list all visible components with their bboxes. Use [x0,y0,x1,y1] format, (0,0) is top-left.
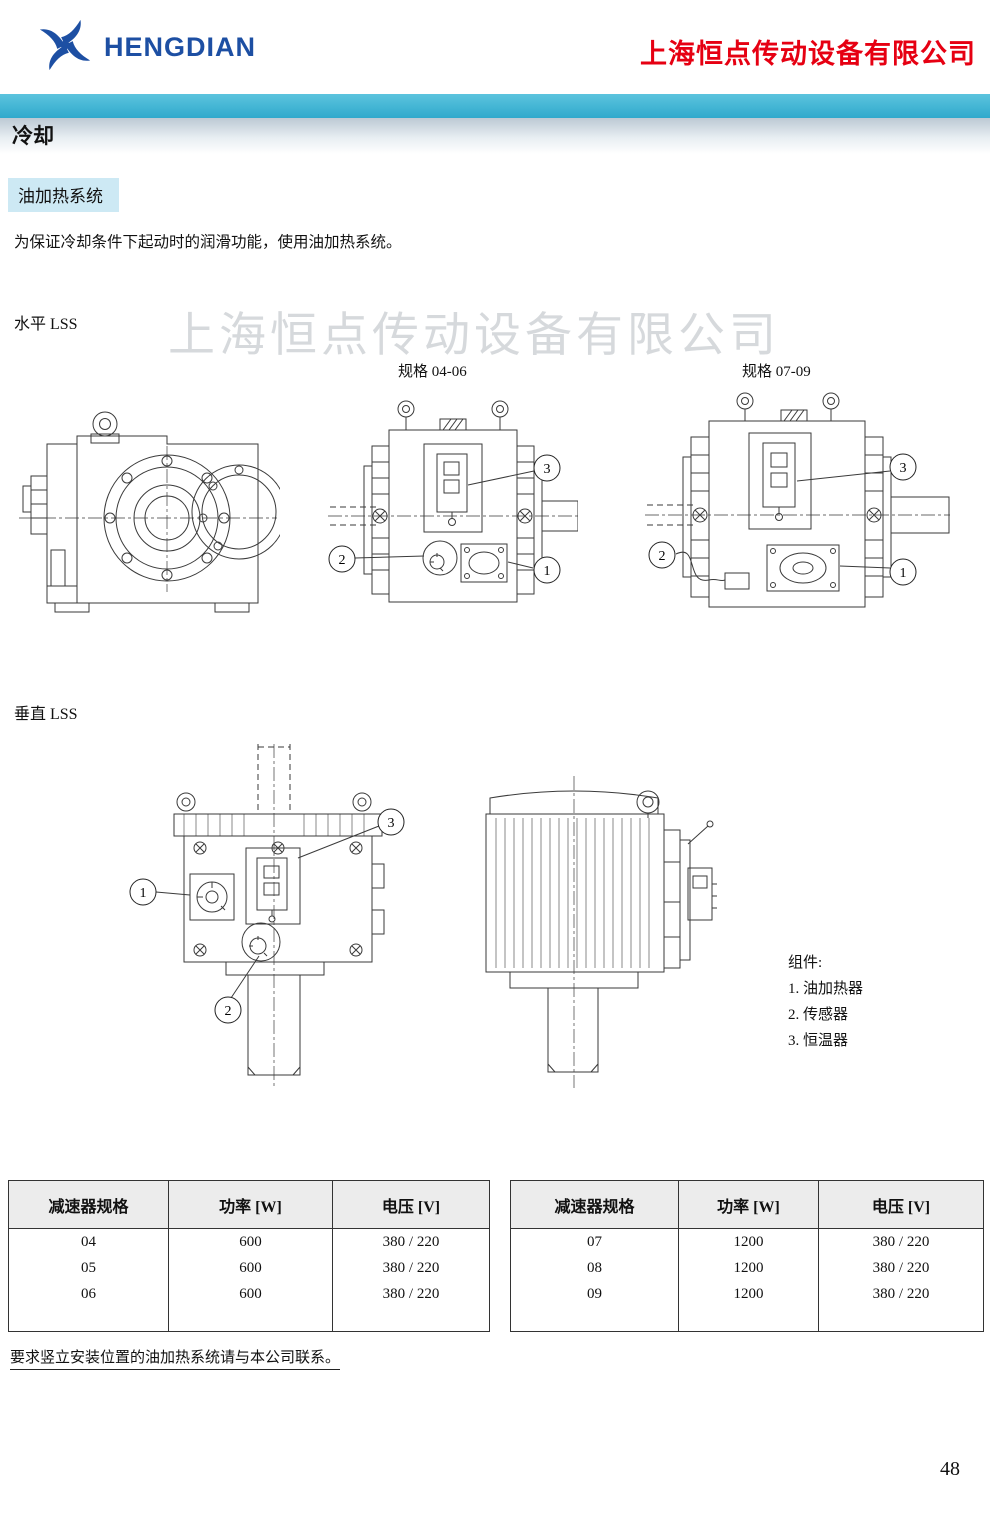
callout-1-circle [533,556,561,584]
table-cell: 09 [511,1281,679,1307]
gearbox-side-outline [19,411,280,613]
table-cell: 04 [9,1229,169,1255]
spec-table-07-09: 减速器规格 功率 [W] 电压 [V] 07 1200 380 / 220 08… [510,1180,984,1332]
gearbox-front-outline [328,400,578,603]
table-row: 08 1200 380 / 220 [511,1255,983,1281]
table-row: 05 600 380 / 220 [9,1255,489,1281]
callout-leader-lines [155,825,380,999]
callout-3-circle [377,808,405,836]
table-row: 09 1200 380 / 220 [511,1281,983,1307]
page-number: 48 [940,1458,960,1480]
footer-note-text: 要求竖立安装位置的油加热系统请与本公司联系。 [10,1350,341,1370]
table-header-cell: 功率 [W] [679,1181,819,1228]
callout-3-label: 3 [544,462,551,477]
spec-label-04-06: 规格 04-06 [398,364,467,380]
figure-label-horizontal: 水平 LSS [14,316,78,333]
callout-2-circle [648,541,676,569]
table-cell: 380 / 220 [872,1285,930,1302]
header-divider-bar [0,94,990,118]
callout-3-circle [533,454,561,482]
table-cell: 600 [169,1281,333,1307]
legend-item-oil-heater: 1. 油加热器 [788,981,864,997]
table-row: 06 600 380 / 220 [9,1281,489,1307]
callout-1-circle [889,558,917,586]
logo [36,16,94,79]
gearbox-vertical-side-outline [485,776,717,1088]
table-row: 07 1200 380 / 220 [511,1229,983,1255]
callouts: 3 2 1 [328,454,561,584]
callout-3-circle [889,453,917,481]
table-cell: 07 [511,1229,679,1255]
table-header-cell: 减速器规格 [9,1181,169,1228]
callouts: 1 3 2 [129,808,405,1024]
callout-2-circle [328,545,356,573]
callout-2-circle [214,996,242,1024]
table-header-cell: 减速器规格 [511,1181,679,1228]
component-legend: 组件: 1. 油加热器 2. 传感器 3. 恒温器 [788,950,863,1054]
callout-1-circle [129,878,157,906]
legend-item-thermostat: 3. 恒温器 [788,1033,849,1049]
table-filler-row [9,1307,489,1331]
drawing-horizontal-side-view [15,398,280,633]
table-cell: 1200 [679,1255,819,1281]
callout-leader-lines [796,470,891,569]
section-title: 冷却 [12,124,54,148]
table-cell: 380 / 220 [382,1285,440,1302]
drawing-vertical-side [452,772,717,1092]
table-cell: 380 / 220 [872,1259,930,1276]
callouts: 3 2 1 [648,453,917,586]
table-cell: 1200 [679,1281,819,1307]
drawing-horizontal-07-09: 3 2 1 [645,385,950,645]
section-title-band [0,118,990,154]
gearbox-vertical-outline [173,744,385,1088]
callout-2-label: 2 [659,549,666,564]
table-header-cell: 功率 [W] [169,1181,333,1228]
brand-name: HENGDIAN [104,32,257,62]
drawing-horizontal-04-06: 3 2 1 [328,388,578,643]
callout-3-label: 3 [900,461,907,476]
table-cell: 08 [511,1255,679,1281]
callout-2-label: 2 [225,1004,232,1019]
callout-3-label: 3 [388,816,395,831]
drawing-vertical-front: 1 3 2 [128,742,418,1092]
callout-1-label: 1 [140,886,147,901]
legend-title: 组件: [788,955,823,971]
spec-table-04-06: 减速器规格 功率 [W] 电压 [V] 04 600 380 / 220 05 … [8,1180,490,1332]
table-filler-row [511,1307,983,1331]
table-row: 04 600 380 / 220 [9,1229,489,1255]
table-cell: 1200 [679,1229,819,1255]
gearbox-front-outline [645,392,950,608]
intro-text: 为保证冷却条件下起动时的润滑功能，使用油加热系统。 [14,234,402,251]
table-header-cell: 电压 [V] [871,1198,931,1216]
callout-1-label: 1 [544,564,551,579]
table-cell: 380 / 220 [382,1259,440,1276]
table-header-row: 减速器规格 功率 [W] 电压 [V] [9,1181,489,1229]
legend-item-sensor: 2. 传感器 [788,1007,849,1023]
spec-label-07-09: 规格 07-09 [742,364,811,380]
watermark-text: 上海恒点传动设备有限公司 [168,310,780,362]
table-cell: 600 [169,1255,333,1281]
footer-note: 要求竖立安装位置的油加热系统请与本公司联系。 [10,1346,341,1370]
company-name: 上海恒点传动设备有限公司 [640,39,976,69]
hengdian-logo-icon [39,19,91,71]
table-cell: 380 / 220 [382,1233,440,1250]
callout-2-label: 2 [339,553,346,568]
callout-leader-lines [354,470,535,569]
callout-1-label: 1 [900,566,907,581]
table-cell: 600 [169,1229,333,1255]
table-cell: 05 [9,1255,169,1281]
table-header-cell: 电压 [V] [381,1198,441,1216]
table-cell: 380 / 220 [872,1233,930,1250]
table-cell: 06 [9,1281,169,1307]
subsection-title: 油加热系统 [8,178,119,212]
figure-label-vertical: 垂直 LSS [14,706,78,723]
table-header-row: 减速器规格 功率 [W] 电压 [V] [511,1181,983,1229]
